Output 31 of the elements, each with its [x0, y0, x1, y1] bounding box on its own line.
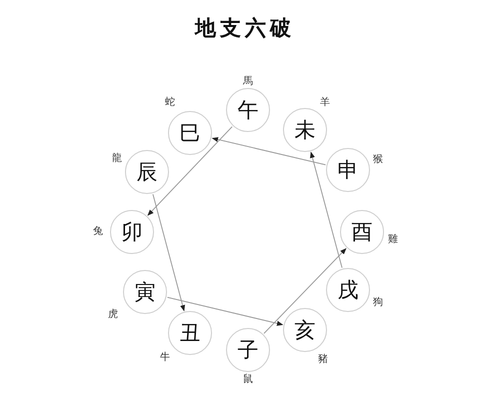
arrow — [166, 296, 284, 326]
branch-character: 酉 — [350, 219, 374, 246]
arrow — [212, 137, 326, 166]
branch-character: 亥 — [294, 317, 316, 344]
animal-label: 狗 — [373, 298, 383, 308]
animal-label: 雞 — [388, 235, 398, 245]
branch-character: 戌 — [336, 277, 360, 304]
animal-label: 牛 — [160, 353, 170, 363]
animal-label: 馬 — [243, 77, 253, 87]
animal-label: 猴 — [373, 155, 383, 165]
branch-character: 巳 — [178, 120, 202, 147]
branch-character: 子 — [236, 337, 260, 364]
branch-character: 寅 — [134, 279, 156, 306]
branch-character: 辰 — [136, 159, 158, 186]
animal-label: 羊 — [320, 98, 330, 108]
branch-character: 未 — [294, 117, 316, 144]
arrow — [152, 194, 186, 312]
animal-label: 虎 — [108, 310, 118, 320]
branch-character: 午 — [236, 97, 260, 124]
branch-character: 卯 — [120, 219, 144, 246]
animal-label: 蛇 — [165, 98, 175, 108]
animal-label: 鼠 — [243, 375, 253, 385]
title: 地支六破 — [195, 15, 295, 40]
branch-character: 丑 — [178, 320, 202, 347]
animal-label: 豬 — [318, 355, 328, 365]
animal-label: 兔 — [93, 227, 103, 237]
arrow — [147, 126, 233, 216]
arrow — [310, 152, 342, 268]
arrow — [264, 248, 346, 334]
branch-character: 申 — [336, 157, 360, 184]
animal-label: 龍 — [112, 154, 122, 164]
